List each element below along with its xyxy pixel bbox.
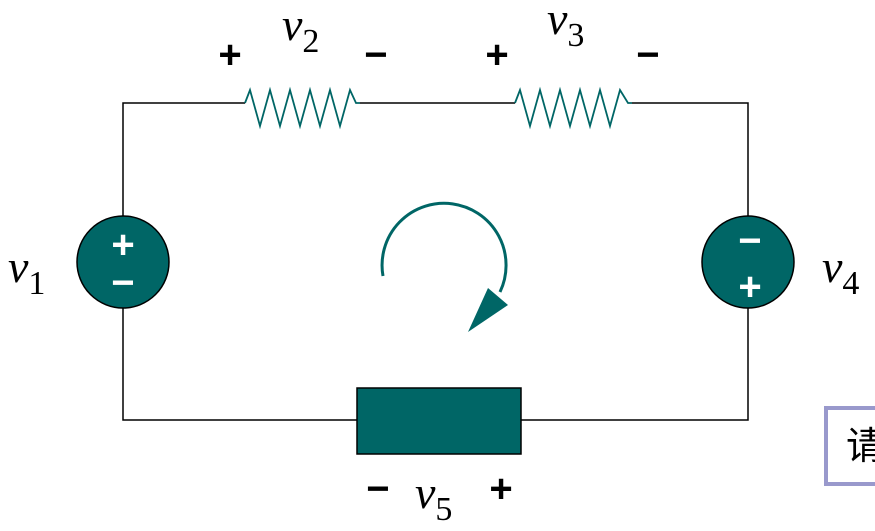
resistor-r2 <box>244 86 360 130</box>
v2-plus-sign: + <box>218 33 241 77</box>
v3-plus-sign: + <box>485 33 508 77</box>
v5-minus-sign: − <box>366 467 389 511</box>
voltage-source-v1 <box>76 215 170 309</box>
v1-plus-sign: + <box>111 223 134 267</box>
label-v2: v2 <box>282 0 319 60</box>
element-v5 <box>356 387 522 455</box>
resistor-r3 <box>514 86 632 130</box>
wire-top-left <box>122 102 245 216</box>
v5-plus-sign: + <box>489 467 512 511</box>
label-v4: v4 <box>822 241 859 302</box>
label-v5: v5 <box>415 467 452 528</box>
wire-bottom-right <box>521 308 749 421</box>
wire-bottom-left <box>122 308 357 421</box>
label-v3: v3 <box>547 0 584 54</box>
loop-arrow-head-icon <box>468 288 508 332</box>
hint-box: 请 <box>824 406 875 486</box>
label-v1: v1 <box>8 241 45 302</box>
v2-minus-sign: − <box>364 33 387 77</box>
v3-minus-sign: − <box>636 33 659 77</box>
wire-top-right <box>632 102 749 216</box>
wires <box>122 102 749 421</box>
v4-plus-sign: + <box>738 265 761 309</box>
loop-direction-arc <box>380 201 508 293</box>
v1-minus-sign: − <box>111 261 134 305</box>
voltage-source-v4 <box>701 215 795 309</box>
v4-minus-sign: − <box>738 219 761 263</box>
